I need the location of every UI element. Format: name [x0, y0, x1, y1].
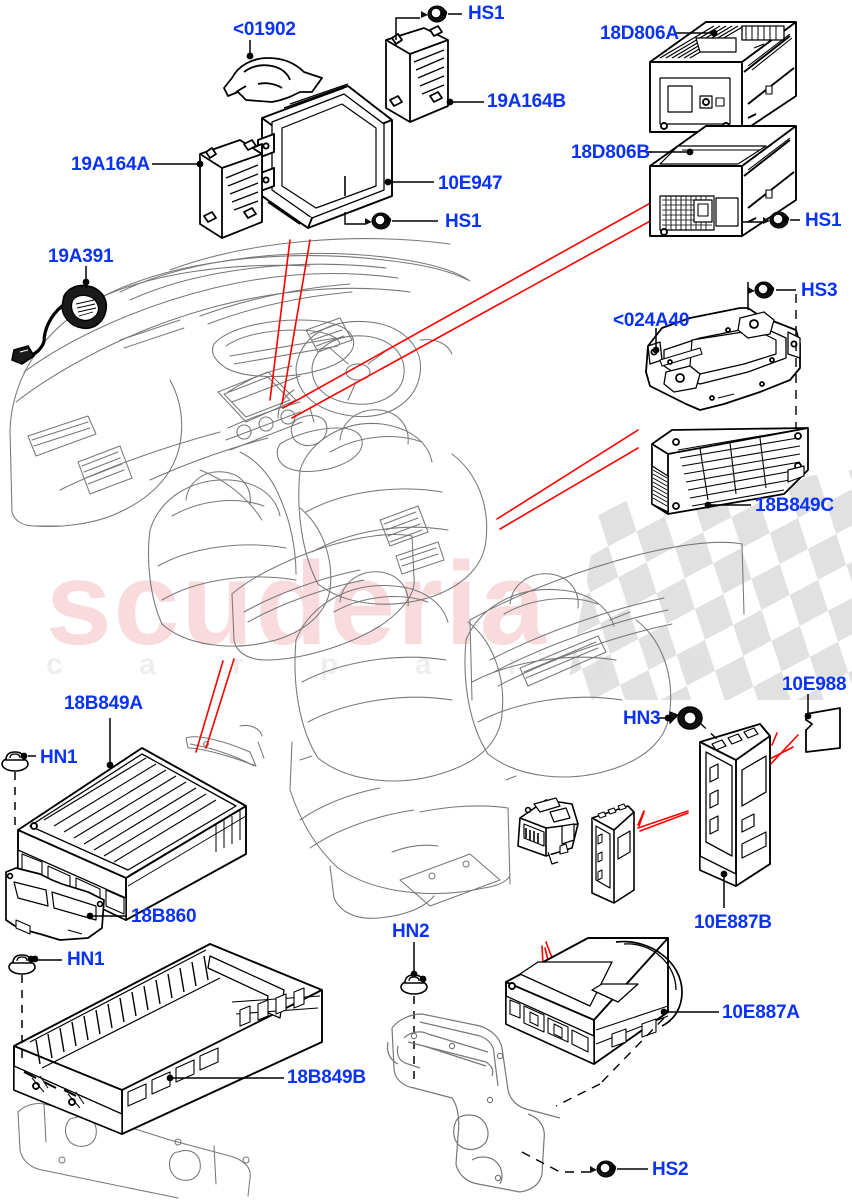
- part-label-hs1-top[interactable]: HS1: [468, 3, 505, 24]
- callout-lines-red: [195, 195, 799, 1017]
- leader-024a40: [652, 328, 660, 354]
- part-amplifier-a: [17, 747, 247, 921]
- part-label-18b849a[interactable]: 18B849A: [64, 693, 143, 714]
- part-label-hn3[interactable]: HN3: [623, 708, 661, 729]
- part-nut-hn1-lower: [8, 954, 62, 1058]
- leader-18d806b: [645, 148, 694, 156]
- part-label-hn1-lower[interactable]: HN1: [67, 949, 105, 970]
- leader-10e887a: [555, 1011, 719, 1107]
- part-label-024a40[interactable]: <024A40: [613, 310, 690, 331]
- part-label-10e988[interactable]: 10E988: [782, 674, 847, 695]
- leader-10e947: [384, 178, 434, 186]
- part-amplifier-b: [13, 943, 323, 1135]
- part-label-19a164a[interactable]: 19A164A: [71, 154, 150, 175]
- leader-18d806a: [674, 29, 718, 37]
- part-label-18d806b[interactable]: 18D806B: [571, 142, 650, 163]
- part-amplifier-mounting-bracket: [5, 867, 105, 941]
- part-label-18d806a[interactable]: 18D806A: [600, 23, 679, 44]
- leader-18b849c: [704, 501, 751, 509]
- part-mounting-bracket: [645, 307, 801, 411]
- part-label-19a391[interactable]: 19A391: [48, 246, 114, 267]
- leader-18b860: [86, 912, 126, 920]
- part-label-10e887a[interactable]: 10E887A: [722, 1002, 800, 1023]
- part-screw-hs1-mid: [344, 176, 438, 230]
- part-label-hs1-mid[interactable]: HS1: [445, 211, 482, 232]
- part-screw-hs3: [747, 281, 797, 440]
- part-label-01902[interactable]: <01902: [233, 19, 296, 40]
- part-label-19a164b[interactable]: 19A164B: [487, 91, 566, 112]
- leader-18b849a: [106, 718, 114, 769]
- part-nut-hn1-upper: [1, 751, 36, 830]
- part-screw-hs2: [517, 1149, 648, 1178]
- part-label-hs2[interactable]: HS2: [652, 1159, 689, 1180]
- vehicle-interior-illustration: [9, 238, 745, 1199]
- part-module-mounting-bracket: [386, 1013, 561, 1193]
- part-nut-hn3: [656, 706, 721, 743]
- leader-18b849b: [166, 1074, 284, 1082]
- leader-19a164a: [152, 160, 204, 168]
- part-nut-hn2: [400, 942, 428, 1080]
- part-microphone-harness: [11, 278, 108, 365]
- part-screw-hs1-top: [395, 5, 462, 40]
- part-label-18b849b[interactable]: 18B849B: [287, 1067, 366, 1088]
- leader-19a164b: [446, 98, 484, 106]
- part-media-player-unit-b: [649, 125, 797, 237]
- part-control-module-b: [385, 25, 449, 123]
- part-label-18b849c[interactable]: 18B849C: [755, 495, 834, 516]
- part-control-module-a: [199, 139, 263, 239]
- part-harness-connector: [517, 797, 579, 865]
- part-telematics-module-small: [591, 803, 635, 904]
- part-label-hs1-right[interactable]: HS1: [805, 210, 842, 231]
- part-screw-hs1-right: [741, 200, 800, 229]
- part-sim-card: [804, 707, 841, 753]
- part-telematics-module-a: [505, 937, 683, 1065]
- part-label-hn2[interactable]: HN2: [392, 921, 430, 942]
- part-media-player-unit-a: [649, 21, 797, 133]
- part-touch-screen-display: [249, 83, 393, 229]
- part-label-18b860[interactable]: 18B860: [131, 906, 197, 927]
- part-telematics-control-unit-b: [699, 723, 771, 887]
- part-label-hs3[interactable]: HS3: [801, 280, 838, 301]
- part-display-shroud: [223, 52, 323, 103]
- part-amplifier-c: [651, 427, 809, 515]
- part-label-10e887b[interactable]: 10E887B: [694, 912, 772, 933]
- part-label-hn1-upper[interactable]: HN1: [40, 747, 78, 768]
- part-label-10e947[interactable]: 10E947: [438, 173, 503, 194]
